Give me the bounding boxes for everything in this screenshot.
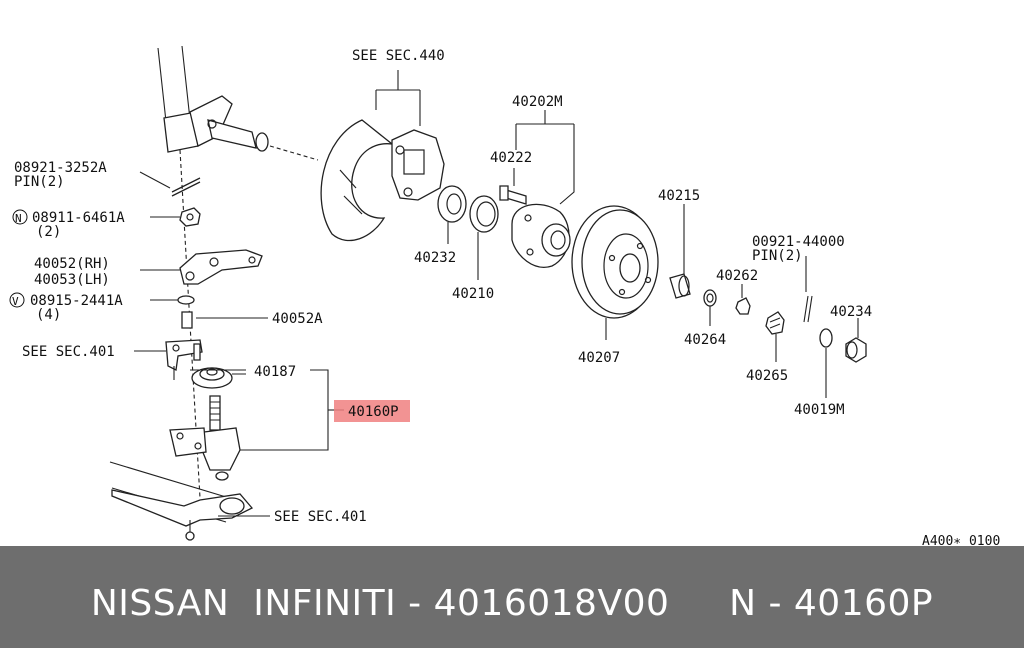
label-40019m: 40019M bbox=[794, 402, 845, 418]
v-symbol: V bbox=[12, 295, 19, 308]
label-see-sec-440: SEE SEC.440 bbox=[352, 48, 445, 64]
label-40215: 40215 bbox=[658, 188, 700, 204]
label-qty4: (4) bbox=[36, 307, 61, 323]
dust-seal-part bbox=[191, 367, 233, 389]
label-40222: 40222 bbox=[490, 150, 532, 166]
v-symbol-circle bbox=[9, 292, 25, 308]
brake-rotor-part bbox=[571, 205, 659, 340]
grease-seal-part bbox=[469, 195, 499, 280]
label-40052a: 40052A bbox=[272, 311, 323, 327]
bearing-40232-part bbox=[437, 185, 467, 244]
label-40052-rh: 40052(RH) bbox=[34, 256, 110, 272]
lock-washer-part bbox=[150, 295, 195, 305]
hub-bolt-part bbox=[499, 168, 527, 205]
footer-part-number: NISSAN INFINITI - 4016018V00 N - 40160P bbox=[90, 583, 934, 624]
hub-cotter-pin-part bbox=[803, 256, 813, 323]
cotter-pin-part bbox=[139, 171, 201, 197]
n-symbol-circle bbox=[12, 209, 28, 225]
label-40262: 40262 bbox=[716, 268, 758, 284]
label-qty2: (2) bbox=[36, 224, 61, 240]
label-see-sec-401-bottom: SEE SEC.401 bbox=[274, 509, 367, 525]
label-00921-44000: 00921-44000 bbox=[752, 234, 845, 250]
label-40265: 40265 bbox=[746, 368, 788, 384]
bolt-40052a-part bbox=[181, 311, 268, 329]
hub-nut-part bbox=[735, 284, 751, 315]
ball-joint-part bbox=[169, 395, 241, 481]
label-pin2-right: PIN(2) bbox=[752, 248, 803, 264]
upper-bracket bbox=[134, 339, 203, 380]
label-08915-2441a: 08915-2441A bbox=[30, 293, 123, 309]
label-40232: 40232 bbox=[414, 250, 456, 266]
strut-and-knuckle bbox=[157, 45, 319, 499]
outer-bearing-part bbox=[669, 204, 691, 299]
page: SEE SEC.440 40202M 40222 40232 40210 402… bbox=[0, 45, 1024, 648]
label-08911-6461a: 08911-6461A bbox=[32, 210, 125, 226]
footer-bar: NISSAN INFINITI - 4016018V00 N - 40160P bbox=[0, 546, 1024, 648]
label-40210: 40210 bbox=[452, 286, 494, 302]
o-ring-part bbox=[819, 328, 833, 398]
n-symbol: N bbox=[15, 212, 22, 225]
label-40234: 40234 bbox=[830, 304, 872, 320]
label-40264: 40264 bbox=[684, 332, 726, 348]
label-pin2-left: PIN(2) bbox=[14, 174, 65, 190]
wheel-hub-part bbox=[511, 110, 575, 268]
label-40207: 40207 bbox=[578, 350, 620, 366]
disc-shield-and-caliper bbox=[320, 70, 445, 242]
lower-control-arm bbox=[109, 461, 270, 541]
drawing-code: A400∗ 0100 bbox=[922, 534, 1000, 546]
washer-part bbox=[703, 289, 717, 326]
label-see-sec-401-top: SEE SEC.401 bbox=[22, 344, 115, 360]
label-40202m: 40202M bbox=[512, 94, 563, 110]
label-40160p: 40160P bbox=[348, 404, 399, 420]
adjusting-cap-part bbox=[765, 311, 785, 362]
highlight-box bbox=[334, 400, 410, 422]
parts-diagram: SEE SEC.440 40202M 40222 40232 40210 402… bbox=[9, 45, 1000, 546]
steering-arm-part bbox=[140, 249, 263, 285]
label-40187: 40187 bbox=[254, 364, 296, 380]
label-08921-3252a: 08921-3252A bbox=[14, 160, 107, 176]
grease-cap-part bbox=[845, 318, 867, 363]
label-40053-lh: 40053(LH) bbox=[34, 272, 110, 288]
nut-part bbox=[150, 207, 201, 227]
